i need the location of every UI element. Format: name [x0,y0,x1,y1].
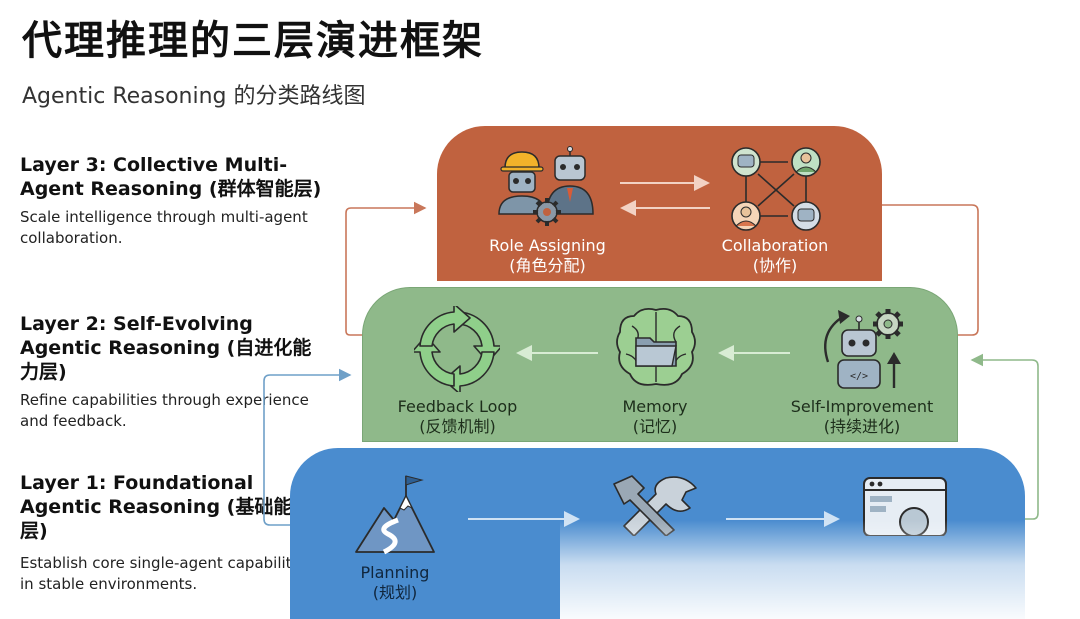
feedback-loop-label: Feedback Loop (反馈机制) [390,397,525,437]
memory-label-en: Memory [622,397,688,416]
arrow-layer1-to-layer2-right [970,353,1039,520]
planning-label: Planning (规划) [340,563,450,603]
brain-folder-icon [616,307,696,386]
role-assigning-label-en: Role Assigning [489,236,606,255]
collaboration-label-zh: (协作) [752,256,798,275]
memory-label: Memory (记忆) [600,397,710,437]
layer-3-description-block: Layer 3: Collective Multi-Agent Reasonin… [20,153,330,249]
layer-1-description: Establish core single-agent capabilities… [20,554,313,593]
self-improvement-label: Self-Improvement (持续进化) [786,397,938,437]
svg-text:</>: </> [850,371,868,382]
page-subtitle: Agentic Reasoning 的分类路线图 [22,84,366,109]
role-assigning-label-zh: (角色分配) [509,256,586,275]
mountain-flag-icon [355,475,435,555]
arrow-layer1-to-layer2-left [263,368,352,526]
feedback-loop-label-en: Feedback Loop [397,397,518,416]
layer-2-heading: Layer 2: Self-Evolving Agentic Reasoning… [20,313,312,383]
workers-robot-gear-icon [498,146,594,226]
arrow-layer2-to-layer3 [345,201,427,336]
planning-label-en: Planning [360,563,430,582]
bottom-fade-overlay [560,520,1080,619]
arrow-layer3-to-layer2 [882,204,979,336]
collaboration-label: Collaboration (协作) [710,236,840,276]
self-improvement-label-zh: (持续进化) [823,417,901,436]
agent-network-icon [731,147,821,231]
layer-3-heading: Layer 3: Collective Multi-Agent Reasonin… [20,154,322,200]
layer-3-description: Scale intelligence through multi-agent c… [20,208,308,247]
robot-gear-upgrade-icon: </> [824,309,903,389]
layer-1-description-block: Layer 1: Foundational Agentic Reasoning … [20,471,330,595]
memory-label-zh: (记忆) [632,417,678,436]
planning-label-zh: (规划) [372,583,418,602]
layer-2-description: Refine capabilities through experience a… [20,391,309,430]
feedback-loop-label-zh: (反馈机制) [419,417,496,436]
layer-1-heading: Layer 1: Foundational Agentic Reasoning … [20,472,312,542]
self-improvement-label-en: Self-Improvement [790,397,934,416]
collaboration-label-en: Collaboration [721,236,829,255]
layer-2-description-block: Layer 2: Self-Evolving Agentic Reasoning… [20,312,330,432]
role-assigning-label: Role Assigning (角色分配) [480,236,615,276]
cycle-arrows-icon [414,306,500,392]
page-title: 代理推理的三层演进框架 [22,18,484,64]
